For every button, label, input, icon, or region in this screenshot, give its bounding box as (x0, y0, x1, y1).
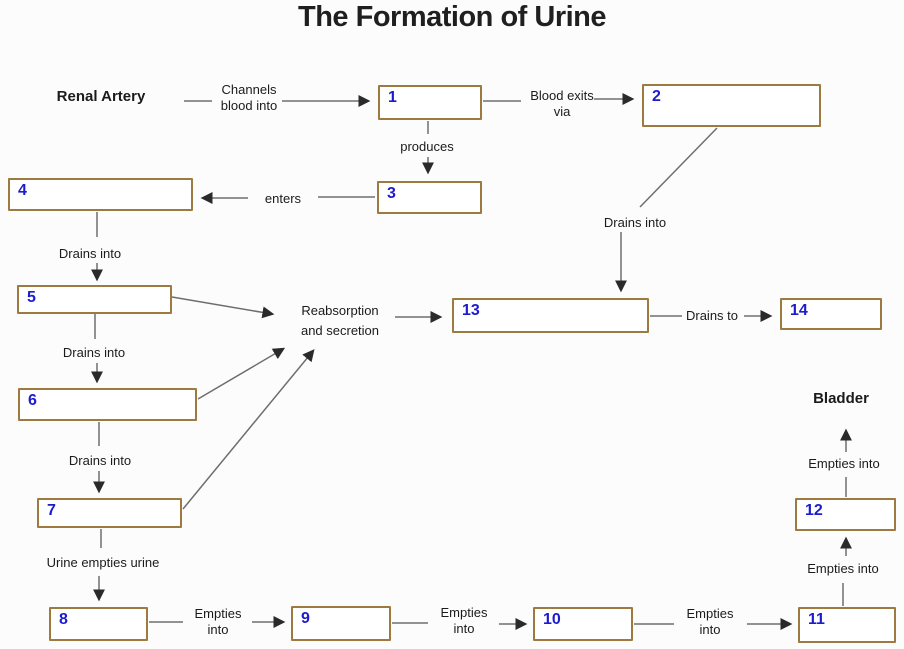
box-5-number: 5 (27, 289, 36, 306)
box-9[interactable]: 9 (291, 606, 391, 641)
label-channels-blood-into: Channels blood into (220, 82, 278, 113)
arrow-box6-to-reabsorption (197, 347, 286, 400)
box-12[interactable]: 12 (795, 498, 896, 531)
label-urine-empties-urine: Urine empties urine (46, 555, 160, 570)
box-6-number: 6 (28, 392, 37, 409)
box-13-number: 13 (462, 302, 480, 319)
label-empties-into-4: Empties into (807, 561, 879, 576)
label-empties-into-2: Empties into (440, 605, 488, 636)
box-4-number: 4 (18, 182, 27, 199)
box-4[interactable]: 4 (8, 178, 193, 211)
box-3[interactable]: 3 (377, 181, 482, 214)
label-produces: produces (400, 139, 454, 154)
box-9-number: 9 (301, 610, 310, 627)
label-bladder: Bladder (813, 390, 869, 407)
box-6[interactable]: 6 (18, 388, 197, 421)
label-drains-to: Drains to (685, 308, 739, 323)
label-empties-into-1: Empties into (194, 606, 242, 637)
box-7[interactable]: 7 (37, 498, 182, 528)
box-7-number: 7 (47, 502, 56, 519)
box-12-number: 12 (805, 502, 823, 519)
arrow-box5-to-reabsorption (171, 296, 275, 319)
box-14-number: 14 (790, 302, 808, 319)
box-13[interactable]: 13 (452, 298, 649, 333)
label-drains-into-3: Drains into (68, 453, 132, 468)
box-5[interactable]: 5 (17, 285, 172, 314)
box-1[interactable]: 1 (378, 85, 482, 120)
label-blood-exits-via: Blood exits via (530, 88, 594, 119)
box-8[interactable]: 8 (49, 607, 148, 641)
line-box2-diagonal (639, 127, 718, 208)
arrow-box7-to-reabsorption (182, 349, 315, 510)
label-drains-into-4: Drains into (603, 215, 667, 230)
box-2-number: 2 (652, 88, 661, 105)
label-renal-artery: Renal Artery (56, 88, 146, 105)
box-14[interactable]: 14 (780, 298, 882, 330)
box-11-number: 11 (808, 611, 825, 628)
label-reabsorption-and-secretion: Reabsorption and secretion (300, 303, 380, 338)
box-3-number: 3 (387, 185, 396, 202)
label-empties-into-5: Empties into (808, 456, 880, 471)
page-title: The Formation of Urine (298, 1, 607, 33)
box-10-number: 10 (543, 611, 561, 628)
box-1-number: 1 (388, 89, 397, 106)
box-10[interactable]: 10 (533, 607, 633, 641)
box-2[interactable]: 2 (642, 84, 821, 127)
box-8-number: 8 (59, 611, 68, 628)
box-11[interactable]: 11 (798, 607, 896, 643)
label-drains-into-1: Drains into (58, 246, 122, 261)
label-empties-into-3: Empties into (686, 606, 734, 637)
label-enters: enters (264, 191, 302, 206)
label-drains-into-2: Drains into (62, 345, 126, 360)
